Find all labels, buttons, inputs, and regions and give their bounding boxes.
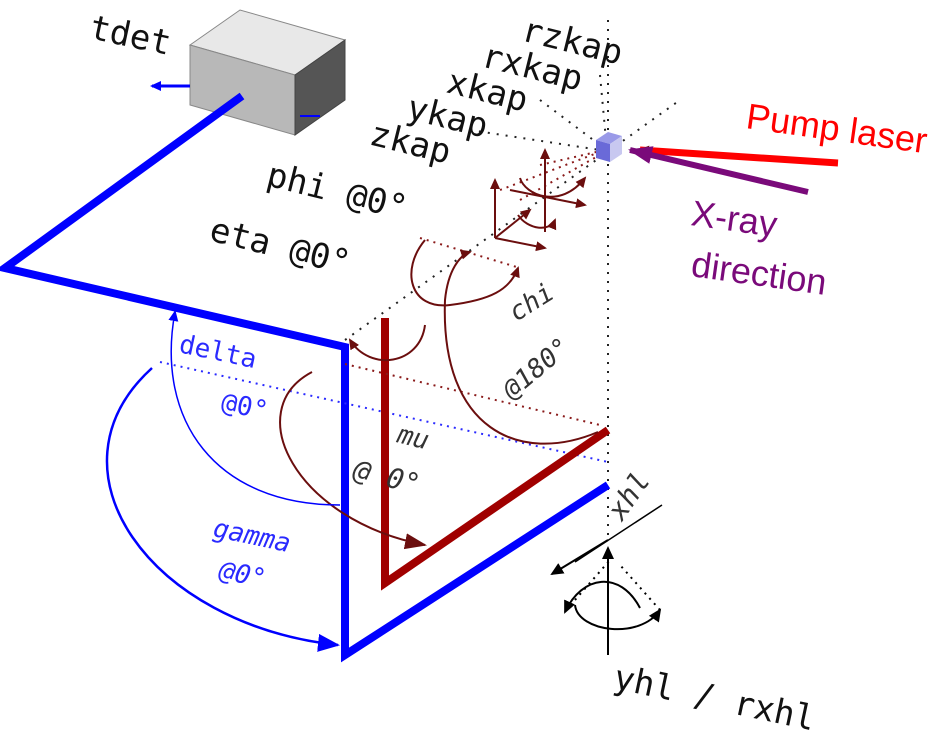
- gamma-rotation-arrow: [105, 367, 340, 652]
- xhl-arrow: [550, 539, 609, 576]
- chi-rotation-arrow: [443, 249, 599, 445]
- mu-rotation-arrow: [279, 371, 427, 550]
- mu-label: mu: [393, 419, 432, 456]
- pump-laser-label: Pump laser: [744, 95, 930, 161]
- eta-label: eta @0°: [206, 210, 355, 283]
- chi-label: chi: [504, 278, 560, 328]
- tdet-label: tdet: [86, 8, 174, 64]
- reference-axes: [344, 20, 681, 540]
- eta-rotation-arrow: [348, 324, 426, 362]
- labels: tdet rzkap rxkap xkap ykap zkap phi @0° …: [86, 8, 930, 736]
- sample-cube: [596, 132, 622, 162]
- gamma-label: gamma: [211, 514, 294, 560]
- mu-angle-label: @ 0°: [349, 453, 423, 502]
- pump-laser-beam: [638, 145, 839, 167]
- xray-label-line2: direction: [689, 243, 829, 303]
- delta-angle-label: @0°: [219, 388, 271, 427]
- hexapod-axes: [550, 504, 663, 655]
- delta-rotation-arrow: [168, 310, 341, 506]
- xhl-label: xhl: [600, 466, 657, 527]
- phi-rotation-arrow: [410, 239, 520, 307]
- gamma-angle-label: @0°: [216, 555, 269, 594]
- xray-label-line1: X-ray: [689, 192, 780, 245]
- rotation-arcs: [279, 239, 599, 550]
- rxhl-arrow-left: [564, 580, 641, 614]
- yhl-label: yhl / rxhl: [610, 658, 819, 736]
- kappa-translation-arrows: [490, 148, 587, 252]
- chi-angle-label: @180°: [496, 332, 576, 406]
- sample-beam-lines: [344, 149, 606, 426]
- phi-label: phi @0°: [263, 155, 412, 228]
- sample-arm: [381, 318, 611, 591]
- detector-arm: [0, 92, 611, 663]
- tdet-arrow: [150, 81, 320, 117]
- xhl-axis-line: [574, 504, 663, 563]
- xray-beam: [628, 146, 809, 195]
- detector-rotation-arcs: [105, 310, 341, 652]
- rxhl-arrow-right: [574, 604, 662, 631]
